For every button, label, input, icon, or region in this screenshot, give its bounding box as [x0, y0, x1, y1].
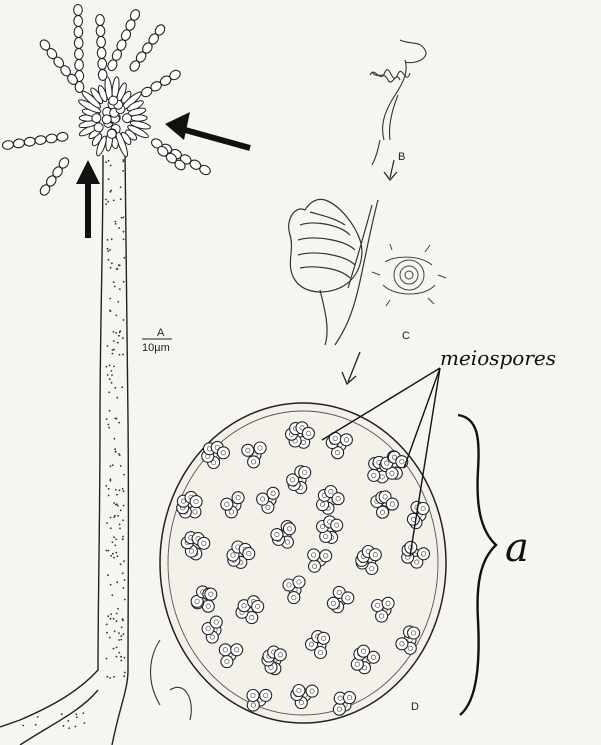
conidial-head — [77, 76, 151, 157]
arrow-up-pointer — [76, 160, 100, 238]
bracket — [458, 415, 496, 715]
panel-c-label: C — [402, 331, 410, 342]
panel-a-label: A — [157, 328, 164, 339]
scale-label: 10µm — [142, 343, 170, 354]
ascocarp-initial-c — [372, 244, 446, 306]
bracket-annotation: a — [505, 525, 529, 571]
meiospores-annotation: meiospores — [440, 346, 556, 370]
panel-b-label: B — [398, 152, 405, 163]
coiled-ascogonium-c — [289, 199, 378, 345]
stalk-stipple — [22, 159, 126, 729]
coiled-hyphae-b — [370, 40, 426, 165]
panel-d-label: D — [411, 702, 419, 713]
cleistothecium-d — [151, 403, 446, 723]
conidiophore-stalk — [0, 150, 128, 745]
arrow-right-pointer — [165, 112, 250, 148]
